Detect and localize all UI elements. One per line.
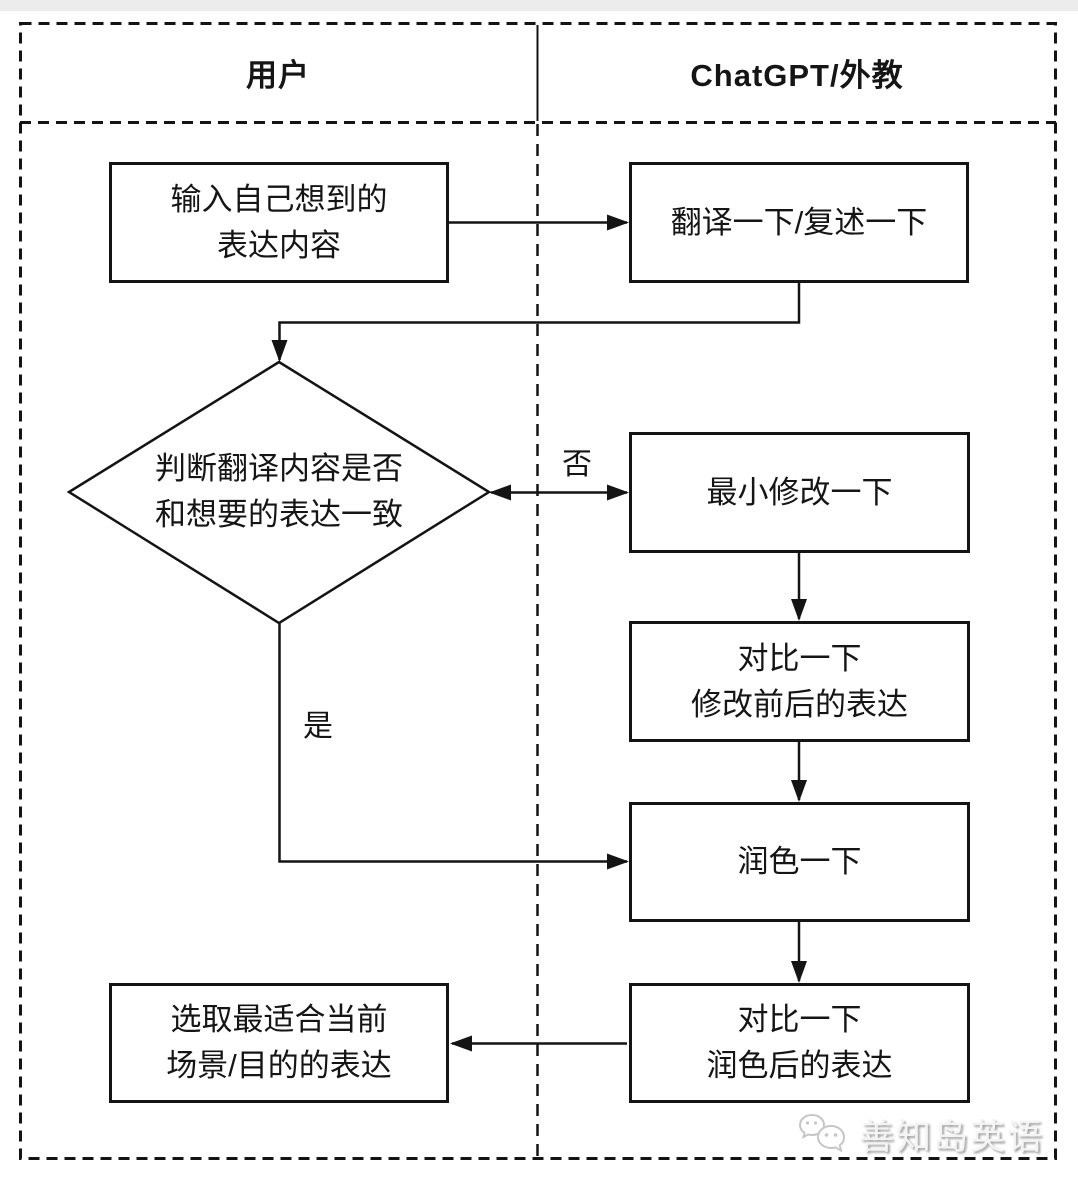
- swimlane-frame: [19, 22, 1057, 1160]
- node-text-line: 输入自己想到的: [170, 181, 388, 217]
- node-text-line: 判断翻译内容是否: [155, 451, 403, 486]
- node-polish: 润色一下: [629, 802, 970, 922]
- edge-label-no: 否: [553, 442, 601, 481]
- node-input-expression: 输入自己想到的 表达内容: [109, 162, 449, 283]
- arrow-decision-to-polish-yes: [278, 623, 629, 870]
- node-text-line: 最小修改一下: [706, 474, 893, 510]
- flow-arrows: [271, 214, 807, 1052]
- node-select-best-expression: 选取最适合当前 场景/目的的表达: [109, 983, 449, 1103]
- arrow-translate-to-decision: [271, 283, 801, 362]
- node-decision-label: 判断翻译内容是否 和想要的表达一致: [79, 446, 479, 538]
- node-text-line: 场景/目的的表达: [166, 1048, 392, 1083]
- node-text-line: 表达内容: [217, 227, 341, 263]
- node-text-line: 对比一下: [737, 1002, 862, 1037]
- node-text-line: 选取最适合当前: [170, 1002, 388, 1037]
- node-text-line: 修改前后的表达: [691, 686, 908, 722]
- node-translate-paraphrase: 翻译一下/复述一下: [629, 162, 969, 283]
- node-text-line: 润色一下: [737, 844, 862, 879]
- lane-header-chatgpt: ChatGPT/外教: [690, 57, 904, 93]
- node-compare-polished: 对比一下 润色后的表达: [629, 983, 970, 1103]
- node-text-line: 对比一下: [737, 640, 862, 676]
- node-text-line: 润色后的表达: [706, 1048, 893, 1083]
- node-compare-before-after-edit: 对比一下 修改前后的表达: [629, 621, 970, 742]
- lane-header-user: 用户: [246, 57, 310, 93]
- top-edge-strip: [0, 0, 1078, 11]
- node-text-line: 和想要的表达一致: [155, 497, 403, 532]
- edge-label-yes: 是: [294, 704, 342, 743]
- node-minimal-edit: 最小修改一下: [629, 432, 970, 553]
- node-text-line: 翻译一下/复述一下: [670, 204, 928, 240]
